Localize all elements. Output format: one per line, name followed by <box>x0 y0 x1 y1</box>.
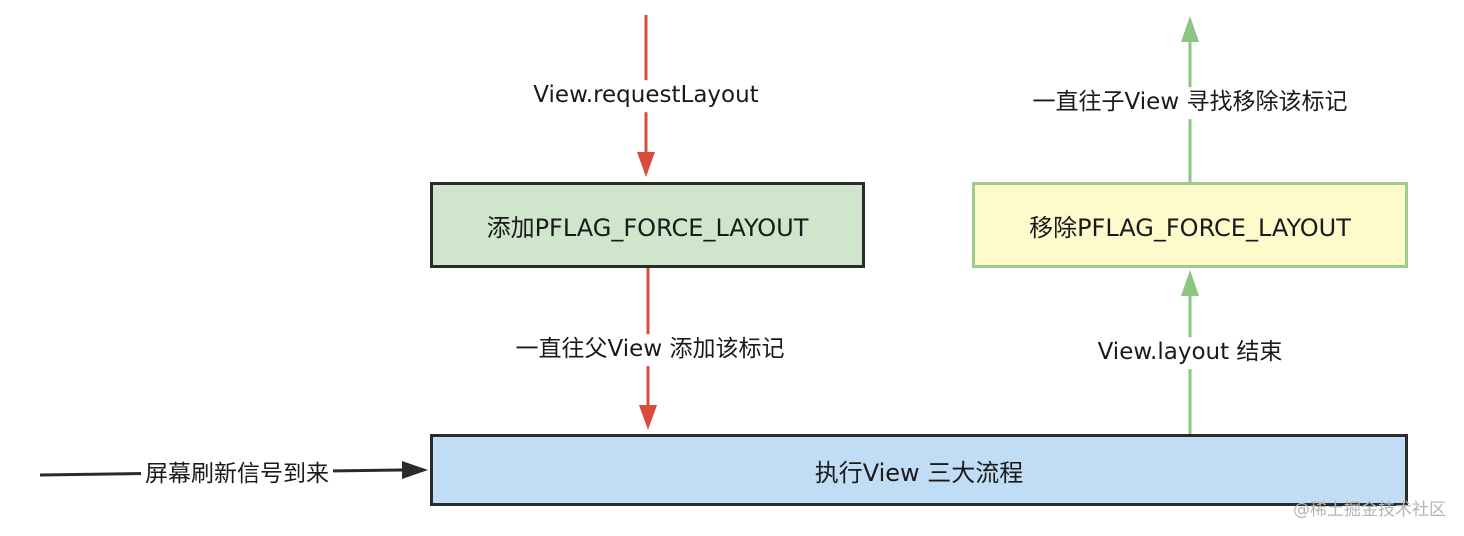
layout-end-label: View.layout 结束 <box>1093 337 1287 369</box>
execute-view-flow-box: 执行View 三大流程 <box>430 434 1408 506</box>
add-flag-box: 添加PFLAG_FORCE_LAYOUT <box>430 182 865 268</box>
propagate-to-child-label: 一直往子View 寻找移除该标记 <box>1028 87 1352 119</box>
watermark: @稀土掘金技术社区 <box>1293 500 1446 520</box>
refresh-signal-label: 屏幕刷新信号到来 <box>141 459 333 491</box>
remove-flag-box: 移除PFLAG_FORCE_LAYOUT <box>972 182 1408 268</box>
request-layout-label: View.requestLayout <box>529 80 763 112</box>
propagate-to-parent-label: 一直往父View 添加该标记 <box>511 334 789 366</box>
